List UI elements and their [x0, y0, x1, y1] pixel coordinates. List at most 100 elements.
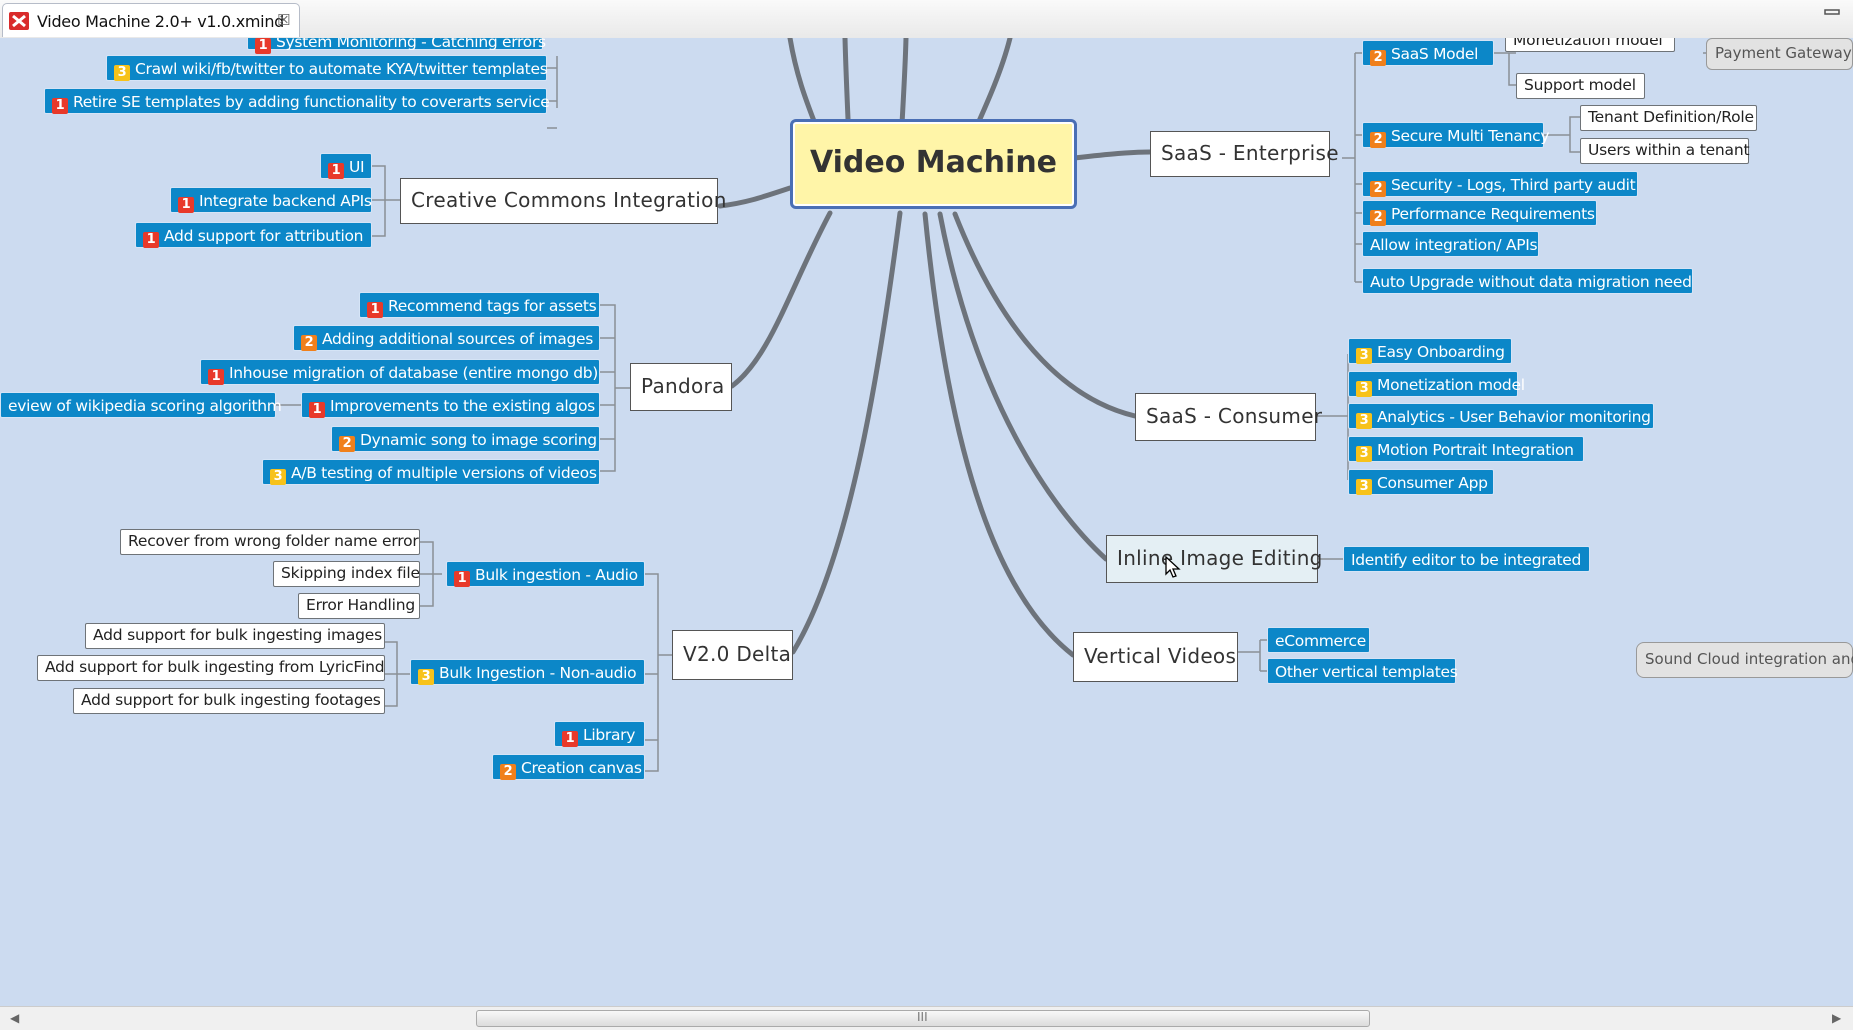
topic-error-handling[interactable]: Error Handling: [298, 593, 420, 619]
priority-1-icon: 1: [208, 369, 224, 385]
topic-label: Library: [583, 726, 636, 744]
topic-ab-testing[interactable]: 3 A/B testing of multiple versions of vid…: [262, 459, 600, 485]
priority-2-icon: 2: [1370, 181, 1386, 197]
topic-other-vertical[interactable]: Other vertical templates: [1267, 658, 1458, 684]
topic-label: Monetization model: [1377, 376, 1525, 394]
topic-bulk-footages[interactable]: Add support for bulk ingesting footages: [73, 688, 385, 714]
floating-topic-sound-cloud[interactable]: Sound Cloud integration and A: [1636, 642, 1853, 678]
topic-additional-sources[interactable]: 2 Adding additional sources of images: [293, 325, 600, 351]
topic-label: Secure Multi Tenancy: [1391, 127, 1550, 145]
priority-1-icon: 1: [255, 38, 271, 54]
central-topic[interactable]: Video Machine: [790, 119, 1077, 209]
topic-identify-editor[interactable]: Identify editor to be integrated: [1343, 546, 1590, 572]
scroll-right-icon[interactable]: ▶: [1832, 1011, 1842, 1025]
topic-analytics[interactable]: 3 Analytics - User Behavior monitoring: [1348, 403, 1654, 429]
topic-recover-folder-error[interactable]: Recover from wrong folder name error: [120, 529, 420, 555]
priority-3-icon: 3: [1356, 479, 1372, 495]
priority-1-icon: 1: [562, 731, 578, 747]
topic-saas-model[interactable]: 2 SaaS Model: [1362, 40, 1494, 66]
topic-label: Creation canvas: [521, 759, 642, 777]
topic-easy-onboarding[interactable]: 3 Easy Onboarding: [1348, 338, 1512, 364]
topic-label: Bulk Ingestion - Non-audio: [439, 664, 637, 682]
topic-label: Integrate backend APIs: [199, 192, 372, 210]
mind-map-connectors: [276, 38, 1706, 772]
topic-label: A/B testing of multiple versions of vide…: [291, 464, 597, 482]
maximize-icon[interactable]: [1824, 6, 1840, 18]
xmind-logo-icon: [9, 12, 29, 30]
topic-pandora[interactable]: Pandora: [630, 363, 732, 411]
topic-monetization-consumer[interactable]: 3 Monetization model: [1348, 371, 1525, 397]
topic-consumer-app[interactable]: 3 Consumer App: [1348, 469, 1494, 495]
topic-bulk-images[interactable]: Add support for bulk ingesting images: [85, 623, 385, 649]
priority-1-icon: 1: [309, 402, 325, 418]
topic-label: Easy Onboarding: [1377, 343, 1505, 361]
topic-label: SaaS Model: [1391, 45, 1479, 63]
close-tab-icon[interactable]: ☒: [277, 11, 291, 29]
priority-2-icon: 2: [301, 335, 317, 351]
mouse-cursor-icon: [1165, 556, 1181, 578]
topic-improve-algos[interactable]: 1 Improvements to the existing algos: [301, 392, 600, 418]
editor-tab-bar: Video Machine 2.0+ v1.0.xmind ☒: [0, 0, 1853, 39]
scroll-thumb[interactable]: III: [476, 1010, 1370, 1027]
priority-3-icon: 3: [1356, 348, 1372, 364]
topic-creative-commons[interactable]: Creative Commons Integration: [400, 178, 726, 224]
priority-2-icon: 2: [1370, 50, 1386, 66]
scroll-grip: III: [917, 1010, 928, 1024]
topic-support-model[interactable]: Support model: [1516, 73, 1645, 99]
priority-2-icon: 2: [339, 436, 355, 452]
topic-ecommerce[interactable]: eCommerce: [1267, 627, 1370, 653]
topic-label: Add support for attribution: [164, 227, 364, 245]
topic-label: Analytics - User Behavior monitoring: [1377, 408, 1651, 426]
topic-tenant-definition[interactable]: Tenant Definition/Role: [1580, 105, 1757, 131]
topic-label: Dynamic song to image scoring: [360, 431, 597, 449]
topic-bulk-lyricfind[interactable]: Add support for bulk ingesting from Lyri…: [37, 655, 385, 681]
topic-label: Improvements to the existing algos: [330, 397, 595, 415]
horizontal-scrollbar[interactable]: ◀ III ▶: [0, 1006, 1853, 1030]
priority-3-icon: 3: [418, 669, 434, 685]
priority-3-icon: 3: [1356, 381, 1372, 397]
topic-label: Adding additional sources of images: [322, 330, 594, 348]
topic-auto-upgrade[interactable]: Auto Upgrade without data migration need: [1362, 268, 1693, 294]
document-tab-title: Video Machine 2.0+ v1.0.xmind: [37, 12, 285, 31]
topic-monetization-model-ent[interactable]: Monetization model: [1505, 38, 1675, 52]
topic-v2-delta[interactable]: V2.0 Delta: [672, 630, 793, 680]
document-tab[interactable]: Video Machine 2.0+ v1.0.xmind ☒: [2, 3, 300, 37]
priority-3-icon: 3: [1356, 413, 1372, 429]
priority-2-icon: 2: [1370, 210, 1386, 226]
topic-payment-gateway[interactable]: Payment Gateway: [1706, 38, 1853, 70]
topic-inhouse-migration[interactable]: 1 Inhouse migration of database (entire m…: [200, 359, 600, 385]
topic-dynamic-song[interactable]: 2 Dynamic song to image scoring: [331, 426, 600, 452]
topic-bulk-non-audio[interactable]: 3 Bulk Ingestion - Non-audio: [410, 659, 645, 685]
scroll-left-icon[interactable]: ◀: [10, 1011, 20, 1025]
topic-library[interactable]: 1 Library: [554, 721, 645, 747]
topic-vertical-videos[interactable]: Vertical Videos: [1073, 632, 1238, 682]
mind-map-canvas[interactable]: Video Machine 1 System Monitoring - Catch…: [0, 38, 1853, 1006]
topic-inline-image-editing[interactable]: Inline Image Editing: [1106, 535, 1322, 583]
topic-saas-consumer[interactable]: SaaS - Consumer: [1135, 393, 1322, 441]
topic-label: Consumer App: [1377, 474, 1488, 492]
topic-wiki-review[interactable]: eview of wikipedia scoring algorithm: [0, 392, 282, 418]
topic-system-monitoring[interactable]: 1 System Monitoring - Catching errors: [247, 38, 546, 54]
topic-allow-integration[interactable]: Allow integration/ APIs: [1362, 231, 1539, 257]
priority-1-icon: 1: [367, 302, 383, 318]
topic-saas-enterprise[interactable]: SaaS - Enterprise: [1150, 131, 1339, 177]
topic-label: System Monitoring - Catching errors: [276, 38, 546, 51]
topic-skipping-index[interactable]: Skipping index file: [273, 561, 420, 587]
topic-label: Retire SE templates by adding functional…: [73, 93, 550, 111]
topic-label: Inhouse migration of database (entire mo…: [229, 364, 599, 382]
topic-label: Crawl wiki/fb/twitter to automate KYA/tw…: [135, 60, 548, 78]
priority-3-icon: 3: [270, 469, 286, 485]
topic-users-within-tenant[interactable]: Users within a tenant: [1580, 138, 1750, 164]
